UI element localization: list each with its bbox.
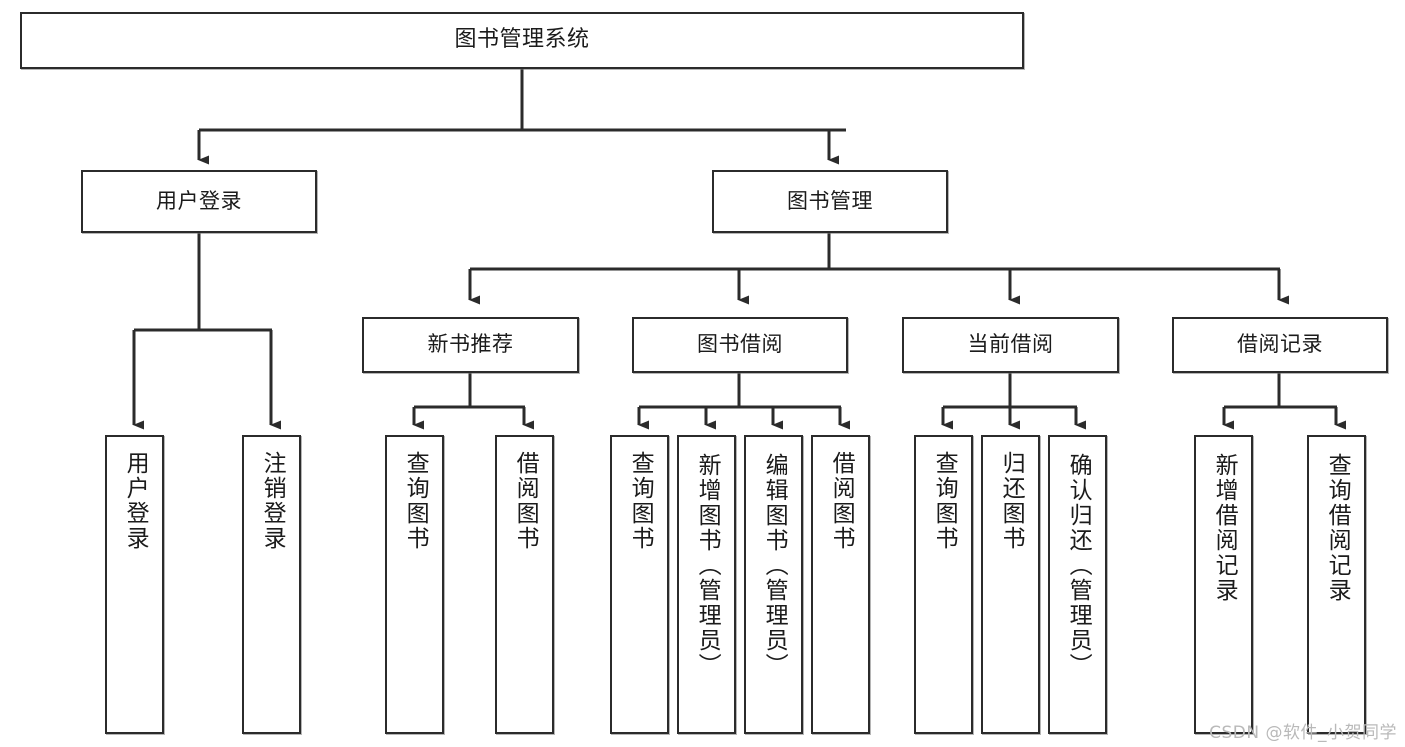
node-label: 注销登录: [259, 451, 286, 551]
leaf-return-book[interactable]: 归还图书: [981, 435, 1040, 734]
node-label: 借阅记录: [1237, 332, 1323, 357]
node-label: 确认归还（管理员）: [1065, 453, 1092, 678]
node-book-borrow[interactable]: 图书借阅: [632, 317, 848, 373]
leaf-query-borrow-record[interactable]: 查询借阅记录: [1307, 435, 1366, 734]
node-current-borrow[interactable]: 当前借阅: [902, 317, 1119, 373]
leaf-add-book[interactable]: 新增图书（管理员）: [677, 435, 736, 734]
leaf-edit-book[interactable]: 编辑图书（管理员）: [744, 435, 803, 734]
node-label: 新书推荐: [427, 332, 514, 357]
leaf-query-book-3[interactable]: 查询图书: [914, 435, 973, 734]
leaf-user-login[interactable]: 用户登录: [105, 435, 164, 734]
node-label: 用户登录: [156, 188, 242, 213]
node-label: 查询图书: [402, 451, 429, 551]
csdn-watermark: CSDN @软件_小贺同学: [1209, 723, 1397, 743]
leaf-confirm-return[interactable]: 确认归还（管理员）: [1048, 435, 1107, 734]
node-root-system[interactable]: 图书管理系统: [20, 12, 1024, 69]
node-label: 新增图书（管理员）: [694, 453, 721, 678]
node-label: 编辑图书（管理员）: [761, 453, 788, 678]
node-label: 图书管理: [787, 188, 873, 213]
node-borrow-record[interactable]: 借阅记录: [1172, 317, 1388, 373]
leaf-query-book-2[interactable]: 查询图书: [610, 435, 669, 734]
node-user-login[interactable]: 用户登录: [81, 170, 317, 233]
node-label: 用户登录: [122, 451, 149, 551]
node-label: 图书借阅: [697, 332, 783, 357]
leaf-query-book-1[interactable]: 查询图书: [385, 435, 444, 734]
leaf-add-borrow-record[interactable]: 新增借阅记录: [1194, 435, 1253, 734]
node-label: 新增借阅记录: [1211, 453, 1238, 603]
node-label: 查询图书: [931, 451, 958, 551]
leaf-borrow-book-1[interactable]: 借阅图书: [495, 435, 554, 734]
node-label: 查询图书: [627, 451, 654, 551]
leaf-logout-login[interactable]: 注销登录: [242, 435, 301, 734]
node-label: 图书管理系统: [454, 27, 590, 53]
node-new-book-recommend[interactable]: 新书推荐: [362, 317, 579, 373]
node-book-management[interactable]: 图书管理: [712, 170, 948, 233]
node-label: 借阅图书: [828, 451, 855, 551]
node-label: 查询借阅记录: [1324, 453, 1351, 603]
leaf-borrow-book-2[interactable]: 借阅图书: [811, 435, 870, 734]
node-label: 归还图书: [998, 451, 1025, 551]
node-label: 当前借阅: [967, 332, 1054, 357]
node-label: 借阅图书: [512, 451, 539, 551]
